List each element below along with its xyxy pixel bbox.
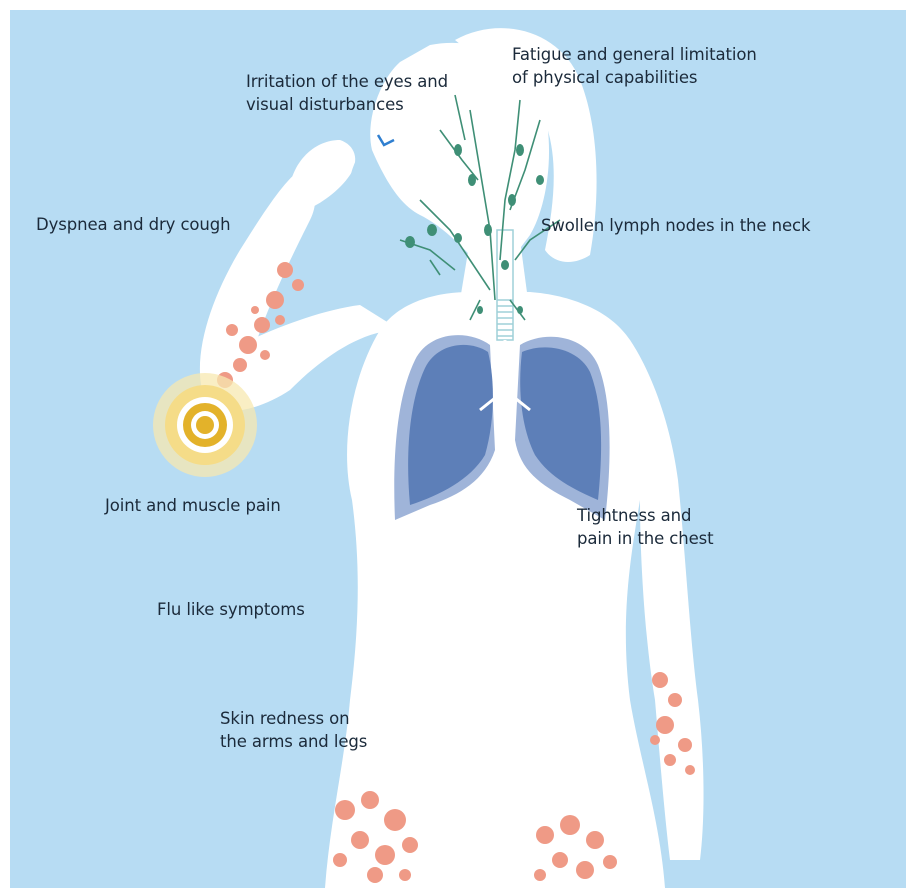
label-flu: Flu like symptoms (157, 598, 305, 621)
label-joint: Joint and muscle pain (105, 494, 281, 517)
label-fatigue: Fatigue and general limitation of physic… (512, 43, 757, 89)
trachea (497, 230, 513, 340)
label-lymph: Swollen lymph nodes in the neck (541, 214, 810, 237)
label-dyspnea: Dyspnea and dry cough (36, 213, 231, 236)
label-eyes: Irritation of the eyes and visual distur… (246, 70, 448, 116)
label-chest: Tightness and pain in the chest (577, 504, 714, 550)
label-skin: Skin redness on the arms and legs (220, 707, 367, 753)
joint-pain-target (153, 373, 257, 477)
